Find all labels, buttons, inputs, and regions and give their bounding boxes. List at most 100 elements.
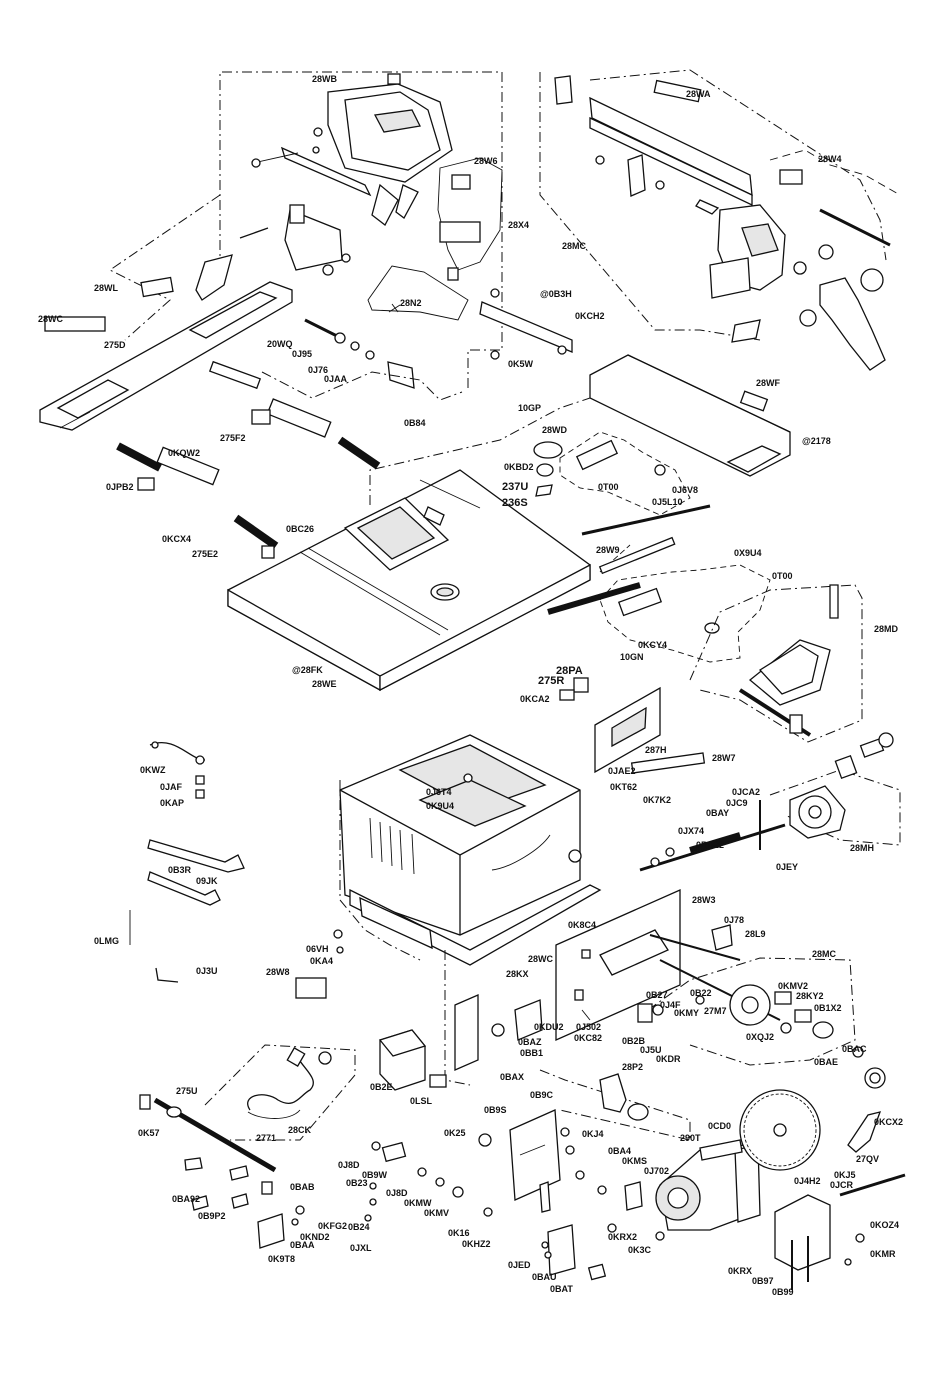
label-0B9P2: 0B9P2 [198,1211,226,1221]
label-0KMV: 0KMV [424,1208,449,1218]
label-0K7K2: 0K7K2 [643,795,671,805]
label-06VH: 06VH [306,944,329,954]
label-28KX: 28KX [506,969,529,979]
label-0B2B: 0B2B [622,1036,646,1046]
label-275F2: 275F2 [220,433,246,443]
label-0JPB2: 0JPB2 [106,482,134,492]
label-28WE: 28WE [312,679,337,689]
label-28WC-top: 28WC [38,314,64,324]
label-0KMW: 0KMW [404,1198,432,1208]
switch-bracket [444,950,543,1086]
label-28W6: 28W6 [474,156,498,166]
label-0K5W: 0K5W [508,359,534,369]
label-0B3R: 0B3R [168,865,192,875]
label-0B97: 0B97 [752,1276,774,1286]
blade-guard-group [109,71,503,390]
label-28WA: 28WA [686,89,711,99]
label-10GN: 10GN [620,652,644,662]
label-0K9U4: 0K9U4 [426,801,454,811]
label-0K8C4: 0K8C4 [568,920,596,930]
label-0JEY: 0JEY [776,862,798,872]
label-0XQJ2: 0XQJ2 [746,1032,774,1042]
label-0B9S: 0B9S [484,1105,507,1115]
label-0J6T4: 0J6T4 [426,787,452,797]
label-28PA: 28PA [556,665,583,677]
label-0CD0: 0CD0 [708,1121,731,1131]
label-28KY2: 28KY2 [796,991,824,1001]
label-0BAY: 0BAY [706,808,729,818]
label-0B3H: @0B3H [540,289,572,299]
rear-rail [39,281,293,431]
label-0B9W: 0B9W [362,1170,388,1180]
label-0KMV2: 0KMV2 [778,981,808,991]
label-20WQ: 20WQ [267,339,293,349]
label-28WC-bot: 28WC [528,954,554,964]
label-0B23: 0B23 [346,1178,368,1188]
label-0K57: 0K57 [138,1128,160,1138]
label-0JAF: 0JAF [160,782,183,792]
label-0J502: 0J502 [576,1022,601,1032]
label-0KRX2: 0KRX2 [608,1232,637,1242]
label-0BC26: 0BC26 [286,524,314,534]
label-0J4H2: 0J4H2 [794,1176,821,1186]
saw-blade [739,1089,821,1171]
label-0J5L10: 0J5L10 [652,497,683,507]
label-0KMY: 0KMY [674,1008,699,1018]
label-28MH: 28MH [850,843,874,853]
fence-head [695,199,786,299]
label-236S: 236S [502,497,528,509]
trunnion-bracket [478,1069,691,1201]
label-28W3: 28W3 [692,895,716,905]
label-0KCX4: 0KCX4 [162,534,191,544]
label-10GP: 10GP [518,403,541,413]
guard-hood [327,73,453,183]
label-0BAE: 0BAE [814,1057,838,1067]
label-28MC-bot: 28MC [812,949,837,959]
label-0KCA2: 0KCA2 [520,694,550,704]
label-27QV: 27QV [856,1154,879,1164]
label-0JXL: 0JXL [350,1243,372,1253]
miter-gauge [689,584,863,743]
label-0K3C: 0K3C [628,1245,652,1255]
label-0JCA2: 0JCA2 [732,787,760,797]
label-0JED: 0JED [508,1260,531,1270]
part-labels: 28WB 28WA 28W4 28W6 28X4 28MC 28WL 28WC … [38,74,903,1297]
label-0B2E: 0B2E [370,1082,393,1092]
front-rail-rods [116,360,381,559]
label-0KND2: 0KND2 [300,1232,330,1242]
label-28WB: 28WB [312,74,338,84]
label-28N2: 28N2 [400,298,422,308]
label-0KC82: 0KC82 [574,1033,602,1043]
label-28FK: @28FK [292,665,323,675]
label-0LMG: 0LMG [94,936,119,946]
label-09JK: 09JK [196,876,218,886]
label-0BA92: 0BA92 [172,1194,200,1204]
label-0KCX2: 0KCX2 [874,1117,903,1127]
label-0J702: 0J702 [644,1166,669,1176]
label-0B24: 0B24 [348,1222,370,1232]
label-0KHZ2: 0KHZ2 [462,1239,491,1249]
label-0X9U4: 0X9U4 [734,548,762,558]
label-237U: 237U [502,481,528,493]
label-0J8D-a: 0J8D [338,1160,360,1170]
rip-fence-group [539,69,901,371]
label-0KT62: 0KT62 [610,782,637,792]
label-28MD: 28MD [874,624,899,634]
anti-kickback-pawl [437,157,503,281]
bevel-lock-assembly [637,957,856,1066]
label-0J6V8: 0J6V8 [672,485,698,495]
label-28W7: 28W7 [712,753,736,763]
label-0KDR: 0KDR [656,1054,681,1064]
label-275D: 275D [104,340,126,350]
label-28CK: 28CK [288,1125,312,1135]
label-0J78: 0J78 [724,915,744,925]
label-0JX74: 0JX74 [678,826,704,836]
label-28L9: 28L9 [745,929,766,939]
label-0J95: 0J95 [292,349,312,359]
label-0J76: 0J76 [308,365,328,375]
label-0B99: 0B99 [772,1287,794,1297]
label-0KAP: 0KAP [160,798,184,808]
label-28WL: 28WL [94,283,119,293]
label-0B22: 0B22 [690,988,712,998]
